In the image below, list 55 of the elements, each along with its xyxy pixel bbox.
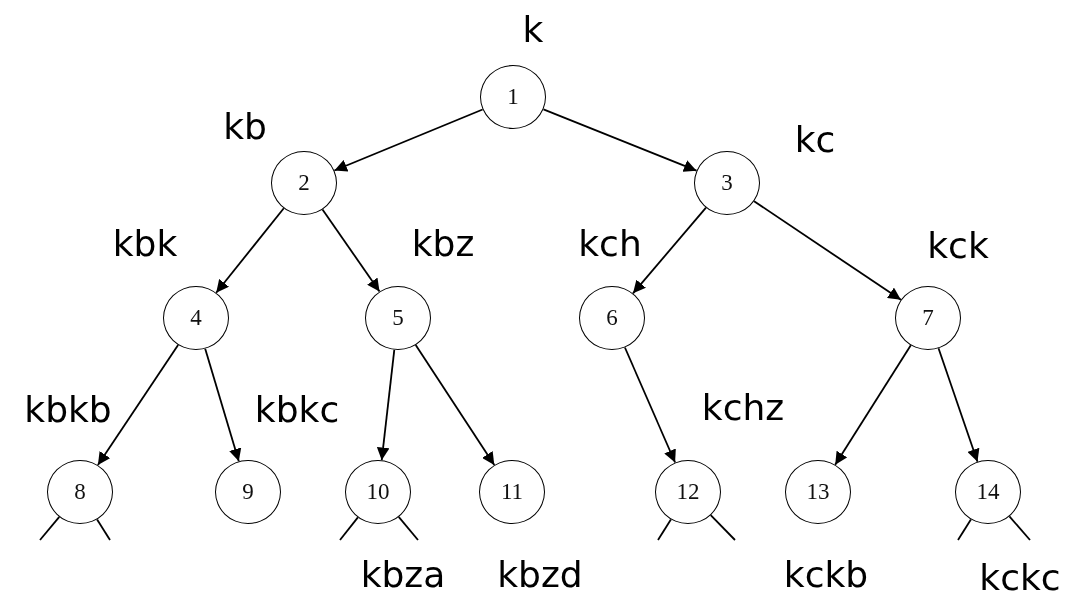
node-number: 7 bbox=[922, 305, 934, 331]
arrow bbox=[937, 347, 980, 463]
node-number: 10 bbox=[366, 479, 390, 505]
node-number: 4 bbox=[190, 305, 202, 331]
node-number: 14 bbox=[976, 479, 1000, 505]
tree-node-circle bbox=[694, 151, 760, 215]
node-label: kck bbox=[927, 228, 989, 264]
node-number: 2 bbox=[298, 170, 310, 196]
arrow bbox=[321, 208, 381, 293]
connector-line bbox=[657, 518, 672, 541]
node-number: 3 bbox=[721, 170, 733, 196]
node-number: 12 bbox=[676, 479, 700, 505]
arrow bbox=[834, 344, 912, 466]
node-number: 11 bbox=[500, 479, 524, 505]
arrow bbox=[333, 108, 484, 172]
tree-node-circle bbox=[955, 460, 1021, 524]
node-label: kbkc bbox=[254, 392, 340, 428]
arrow bbox=[542, 108, 698, 172]
tree-node-circle bbox=[655, 460, 721, 524]
node-label: kb bbox=[223, 109, 267, 145]
tree-node-circle bbox=[163, 286, 229, 350]
arrow bbox=[753, 200, 902, 301]
node-label: kc bbox=[794, 122, 836, 158]
connector-line bbox=[709, 514, 736, 541]
connector-line bbox=[339, 516, 359, 541]
arrow bbox=[215, 207, 285, 294]
arrow bbox=[376, 348, 396, 462]
arrow bbox=[632, 206, 707, 295]
node-number: 1 bbox=[507, 84, 519, 110]
node-label: kbk bbox=[112, 226, 178, 262]
arrow bbox=[624, 346, 676, 464]
arrow bbox=[204, 347, 242, 463]
node-number: 8 bbox=[74, 479, 86, 505]
node-number: 5 bbox=[392, 305, 404, 331]
node-label: kch bbox=[578, 226, 642, 262]
tree-node-circle bbox=[895, 286, 961, 350]
node-label: kbkb bbox=[24, 392, 112, 428]
node-label: kbzd bbox=[497, 557, 583, 593]
tree-node-circle bbox=[579, 286, 645, 350]
connector-line bbox=[96, 518, 111, 541]
node-label: kbz bbox=[411, 226, 475, 262]
node-label: kckc bbox=[979, 560, 1061, 596]
node-label: kchz bbox=[701, 390, 785, 426]
arrow bbox=[414, 344, 496, 466]
connector-line bbox=[397, 516, 419, 541]
arrow bbox=[97, 344, 179, 466]
node-number: 13 bbox=[806, 479, 830, 505]
node-label: k bbox=[522, 12, 544, 48]
node-label: kbza bbox=[360, 557, 446, 593]
connector-line bbox=[1008, 515, 1031, 541]
node-label: kckb bbox=[783, 557, 869, 593]
node-number: 6 bbox=[606, 305, 618, 331]
connector-line bbox=[957, 518, 972, 541]
node-number: 9 bbox=[242, 479, 254, 505]
connector-line bbox=[39, 516, 61, 541]
